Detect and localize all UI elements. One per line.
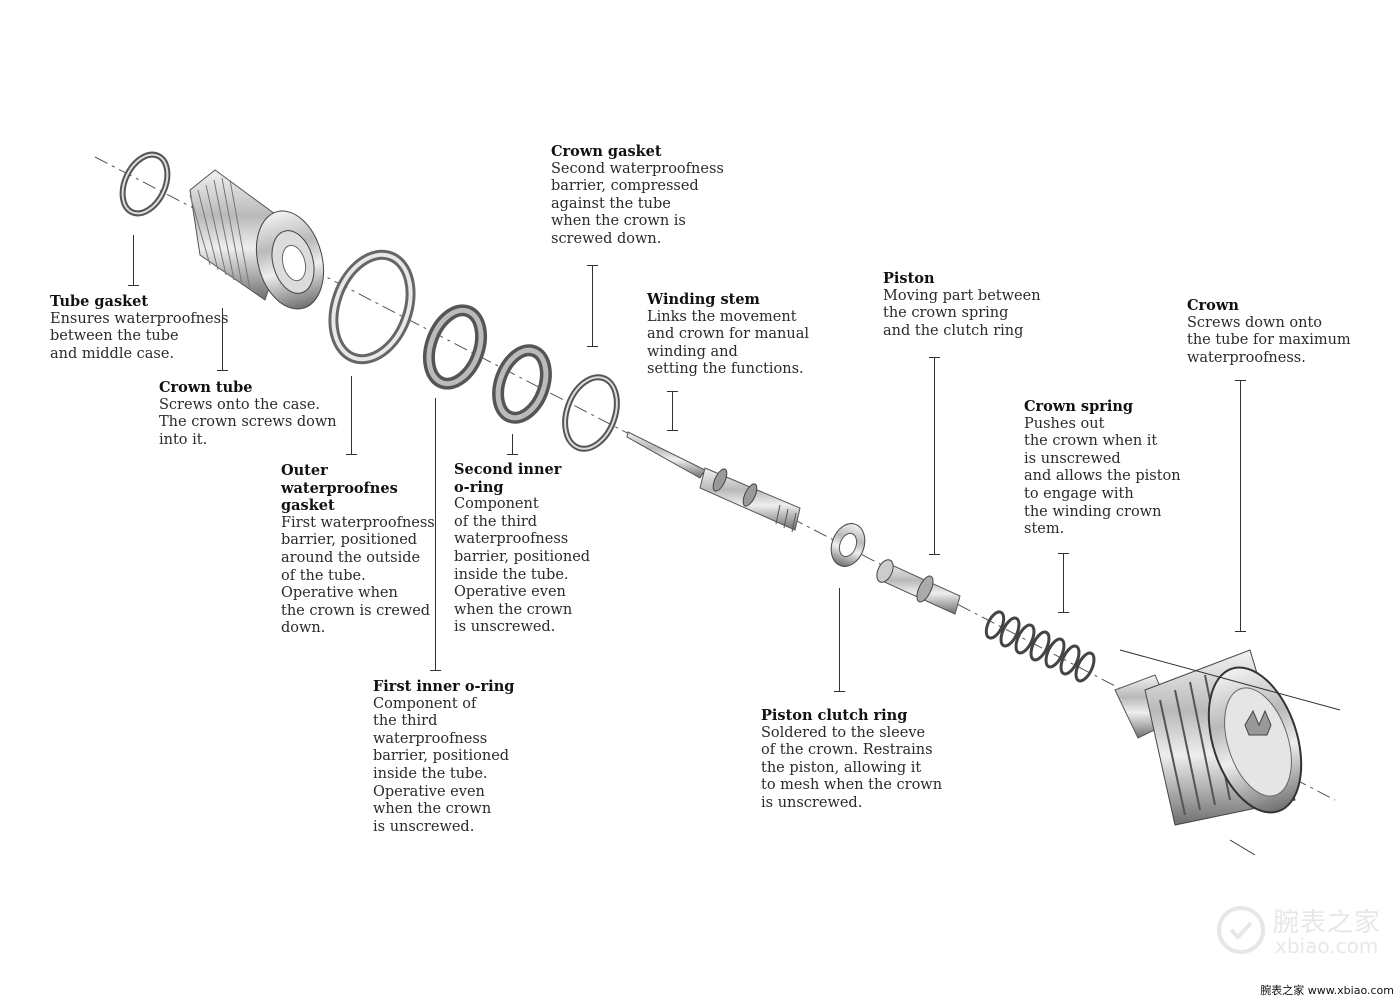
label-tube-gasket: Tube gasket Ensures waterproofness betwe… — [50, 293, 229, 363]
crown-spring-desc: Pushes out the crown when it is unscrewe… — [1024, 415, 1181, 538]
clutch-ring-drawing — [830, 523, 866, 567]
outer-gasket-desc: First waterproofness barrier, positioned… — [281, 514, 435, 637]
piston-drawing — [876, 559, 961, 615]
crown-desc: Screws down onto the tube for maximum wa… — [1187, 314, 1351, 366]
label-piston: Piston Moving part between the crown spr… — [883, 270, 1041, 340]
crown-title: Crown — [1187, 297, 1239, 314]
outer-gasket-title: Outer waterproofnes gasket — [281, 462, 398, 515]
label-crown: Crown Screws down onto the tube for maxi… — [1187, 297, 1351, 367]
leader-piston — [929, 357, 940, 555]
crown-gasket-drawing — [562, 374, 620, 452]
label-outer-gasket: Outer waterproofnes gasket First waterpr… — [281, 462, 435, 638]
winding-stem-desc: Links the movement and crown for manual … — [647, 308, 810, 378]
leader-crown-tube — [217, 308, 228, 371]
second-oring-desc: Component of the third waterproofness ba… — [454, 496, 591, 636]
second-oring-title: Second inner o-ring — [454, 461, 562, 496]
watch-logo-icon — [1217, 906, 1265, 954]
first-oring-desc: Component of the third waterproofness ba… — [373, 695, 510, 835]
piston-title: Piston — [883, 270, 935, 287]
crown-gasket-desc: Second waterproofness barrier, compresse… — [551, 160, 724, 247]
label-crown-gasket: Crown gasket Second waterproofness barri… — [551, 143, 724, 249]
watermark-brand: 腕表之家 — [1273, 908, 1382, 938]
clutch-ring-title: Piston clutch ring — [761, 707, 908, 724]
crown-tube-title: Crown tube — [159, 379, 253, 396]
outer-gasket-drawing — [328, 249, 416, 365]
tube-gasket-drawing — [119, 151, 171, 217]
tube-gasket-title: Tube gasket — [50, 293, 149, 310]
label-second-oring: Second inner o-ring Component of the thi… — [454, 461, 590, 637]
crown-tube-desc: Screws onto the case. The crown screws d… — [159, 396, 337, 448]
crown-spring-drawing — [984, 610, 1096, 683]
crown-tube-drawing — [189, 169, 325, 310]
watermark-domain: xbiao.com — [1275, 934, 1379, 958]
leader-crown-spring — [1058, 553, 1069, 613]
crown-drawing — [1114, 649, 1341, 856]
label-winding-stem: Winding stem Links the movement and crow… — [647, 291, 809, 379]
first-oring-title: First inner o-ring — [373, 678, 515, 695]
piston-desc: Moving part between the crown spring and… — [883, 287, 1041, 339]
footer-credit[interactable]: 腕表之家 www.xbiao.com — [1260, 984, 1394, 997]
leader-winding-stem — [667, 391, 678, 431]
label-clutch-ring: Piston clutch ring Soldered to the sleev… — [761, 707, 942, 813]
first-oring-drawing — [422, 304, 488, 390]
second-oring-drawing — [492, 344, 552, 424]
crown-spring-title: Crown spring — [1024, 398, 1134, 415]
label-crown-spring: Crown spring Pushes out the crown when i… — [1024, 398, 1181, 539]
leader-crown — [1235, 380, 1246, 632]
leader-first-oring — [430, 398, 441, 671]
leader-crown-gasket — [587, 265, 598, 347]
clutch-ring-desc: Soldered to the sleeve of the crown. Res… — [761, 724, 943, 811]
crown-gasket-title: Crown gasket — [551, 143, 662, 160]
leader-clutch-ring — [834, 588, 845, 692]
winding-stem-drawing — [626, 431, 801, 533]
leader-outer-gasket — [346, 376, 357, 455]
label-crown-tube: Crown tube Screws onto the case. The cro… — [159, 379, 337, 449]
winding-stem-title: Winding stem — [647, 291, 760, 308]
label-first-oring: First inner o-ring Component of the thir… — [373, 678, 514, 836]
leader-tube-gasket — [128, 235, 139, 286]
leader-second-oring — [507, 434, 518, 455]
watermark: 腕表之家 xbiao.com — [1215, 900, 1400, 960]
tube-gasket-desc: Ensures waterproofness between the tube … — [50, 310, 229, 362]
